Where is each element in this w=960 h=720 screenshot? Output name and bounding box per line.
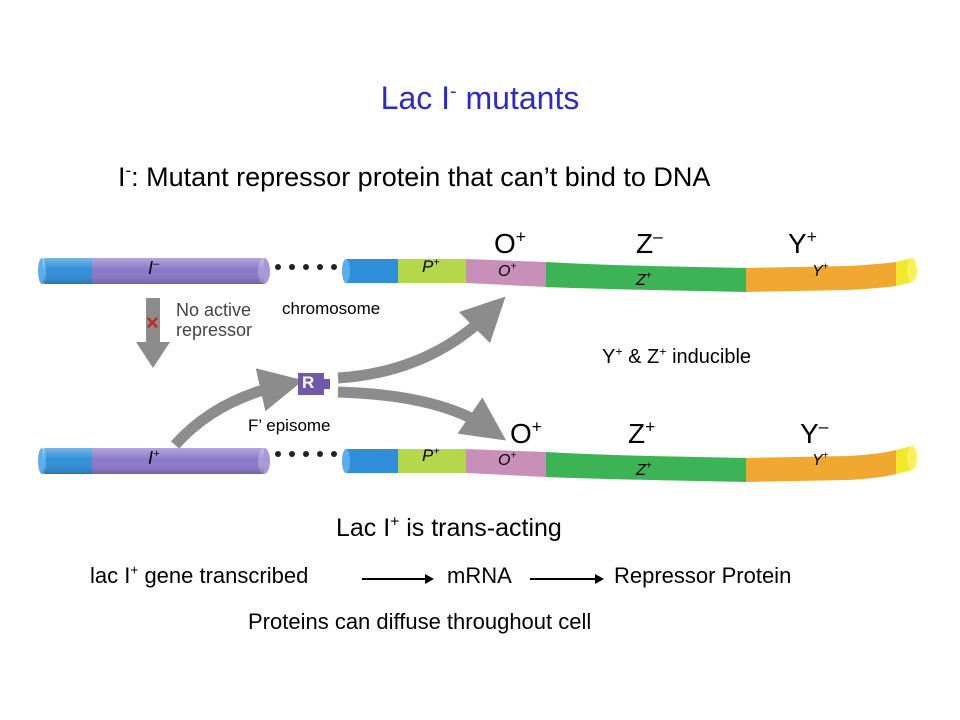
inducible-note: Y+ & Z+ inducible (602, 344, 752, 368)
trans-acting-note: Lac I+ is trans-acting (336, 513, 562, 542)
top-operator-genotype: O+ (494, 226, 526, 259)
repressor-to-bottom-operator-arrow (337, 386, 507, 441)
bottom-z-genotype: Z+ (628, 416, 656, 449)
bottom-z-bar-label: Z+ (636, 460, 652, 479)
top-z-bar-label: Z+ (636, 270, 652, 289)
flow-step-mrna: mRNA (447, 563, 512, 588)
no-active-repressor-label: No active repressor (176, 300, 253, 340)
blocked-down-arrow (136, 298, 170, 368)
episome-label: F’ episome (248, 416, 331, 435)
repressor-to-top-operator-arrow (337, 296, 506, 384)
top-y-genotype: Y+ (788, 226, 817, 259)
bottom-left-segment-label: I+ (148, 448, 160, 468)
bottom-chromosome-left-segment (38, 448, 270, 474)
bottom-ellipsis-dots (275, 451, 337, 457)
slide-title: Lac I- mutants (380, 80, 580, 116)
flow-arrow-2 (530, 574, 604, 584)
top-chromosome-left-segment (38, 258, 270, 284)
top-operator-bar-label: O+ (498, 261, 517, 280)
blocked-x-mark: × (146, 310, 159, 335)
top-promoter-label: P+ (422, 256, 440, 276)
top-operon-segment (342, 258, 917, 292)
bottom-operator-genotype: O+ (510, 416, 542, 449)
flow-step-gene: lac I+ gene transcribed (90, 562, 309, 588)
repressor-protein-box (298, 373, 330, 395)
bottom-y-bar-label: Y+ (812, 450, 829, 469)
top-ellipsis-dots (275, 264, 337, 270)
repressor-box-label: R (302, 373, 315, 392)
top-z-genotype: Z– (636, 226, 663, 259)
top-y-bar-label: Y+ (812, 261, 829, 280)
top-left-segment-label: I– (148, 258, 160, 278)
episome-to-repressor-arrow (170, 368, 304, 449)
bottom-operator-bar-label: O+ (498, 450, 517, 469)
flow-step-protein: Repressor Protein (614, 563, 792, 588)
definition-subtitle: I-: Mutant repressor protein that can’t … (118, 161, 711, 192)
chromosome-label: chromosome (282, 299, 381, 318)
flow-arrow-1 (362, 574, 434, 584)
bottom-promoter-label: P+ (422, 445, 440, 465)
diffusion-note: Proteins can diffuse throughout cell (248, 609, 592, 634)
bottom-operon-segment (342, 446, 917, 482)
bottom-y-genotype: Y– (800, 416, 829, 449)
